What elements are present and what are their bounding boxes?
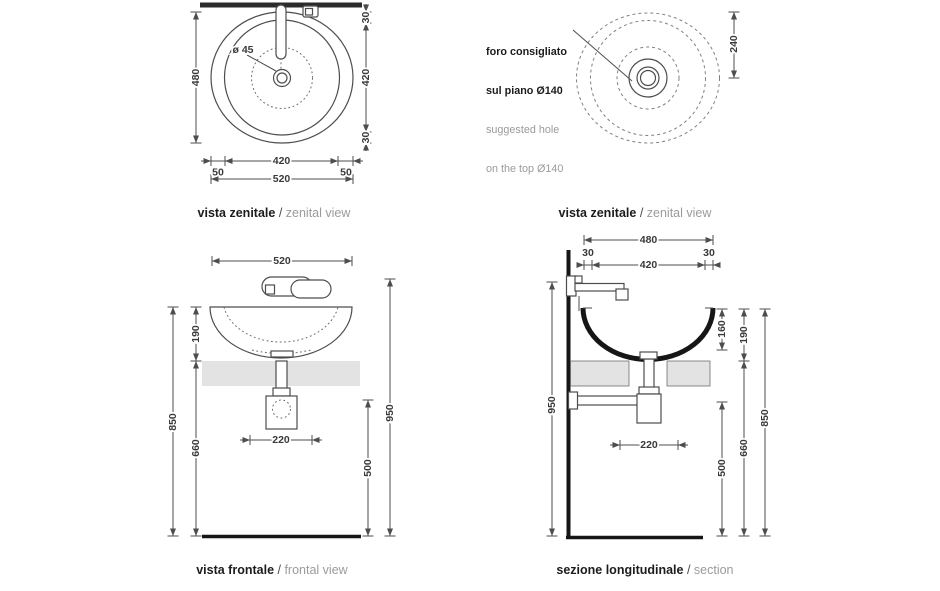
dim-label-660: 660: [738, 439, 750, 457]
title-separator: /: [683, 563, 694, 577]
drain-outer: [636, 66, 660, 90]
basin-inner-dashed: [223, 306, 339, 343]
drain-outer: [272, 68, 292, 88]
faucet-handle-detail: [304, 7, 314, 16]
drain-tailpipe: [275, 360, 288, 391]
dim-label-220: 220: [272, 434, 290, 446]
wall-flange: [567, 391, 579, 410]
faucet-mount-detail: [574, 275, 583, 284]
dim-label-30-left: 30: [582, 247, 594, 259]
dim-label-500: 500: [362, 459, 374, 477]
basin-bottom-dashed: [251, 349, 312, 354]
note-line-en-1: suggested hole: [486, 124, 560, 136]
dim-label-660: 660: [190, 439, 202, 457]
title-frontal: vista frontale / frontal view: [182, 549, 347, 591]
basin-bottom-dashed: [616, 46, 680, 110]
dim-label-420-bottom: 420: [273, 155, 291, 167]
dim-label-160: 160: [716, 320, 728, 338]
title-separator: /: [636, 206, 647, 220]
dim-label-30-top: 30: [360, 12, 372, 24]
dim-label-950: 950: [546, 396, 558, 414]
basin-outer-rim-dashed: [576, 12, 720, 144]
suggested-hole-circle: [628, 58, 668, 98]
dim-label-520: 520: [273, 255, 291, 267]
dim-label-190: 190: [738, 326, 750, 344]
title-en: section: [693, 563, 734, 577]
faucet-aerator: [264, 284, 276, 295]
countertop-right: [666, 360, 711, 387]
dim-label-850: 850: [759, 409, 771, 427]
trap-body: [636, 393, 662, 424]
trap-body: [265, 395, 298, 430]
drain-inner: [639, 69, 657, 87]
note-line-en-2: on the top Ø140: [486, 163, 564, 175]
note-line-it-2: sul piano Ø140: [486, 85, 563, 97]
countertop-left: [570, 360, 630, 387]
basin-bottom-dashed: [251, 47, 313, 109]
dim-label-420-right: 420: [360, 69, 372, 87]
note-leader-line: [572, 29, 633, 82]
dim-label-190: 190: [190, 325, 202, 343]
trap-logo-mark: [272, 399, 291, 419]
title-section: sezione longitudinale / section: [542, 549, 733, 591]
title-separator: /: [274, 563, 285, 577]
faucet-spout-top: [275, 4, 287, 60]
drain-flange: [270, 350, 294, 358]
title-en: zenital view: [646, 206, 712, 220]
title-zenital-left: vista zenitale / zenital view: [184, 192, 351, 234]
zenital-right-view: 240: [572, 11, 742, 144]
title-it: vista frontale: [196, 563, 275, 577]
dim-label-520: 520: [273, 173, 291, 185]
dim-label-240: 240: [728, 35, 740, 53]
dim-label-420: 420: [640, 259, 658, 271]
drain-leader-line: [246, 54, 277, 72]
dim-label-50-right: 50: [340, 167, 352, 179]
trap-collar: [272, 387, 291, 397]
faucet-spout-section: [574, 282, 625, 292]
title-zenital-right: vista zenitale / zenital view: [545, 192, 712, 234]
basin-body: [209, 306, 353, 359]
title-en: zenital view: [285, 206, 351, 220]
dim-label-drain: ø 45: [232, 44, 253, 56]
dim-label-50-left: 50: [212, 167, 224, 179]
note-line-it-1: foro consigliato: [486, 46, 567, 58]
dim-label-30-bottom: 30: [360, 132, 372, 144]
dim-label-850: 850: [167, 413, 179, 431]
basin-inner-rim-dashed: [590, 20, 706, 136]
faucet-handle-front: [290, 279, 332, 299]
zenital-left-view: ø 45 480 30 420 30 420 50 50 520: [188, 2, 374, 187]
section-view: 480 30 30 420 950 160 190 660 850 500 22…: [544, 232, 773, 540]
dim-label-480: 480: [190, 69, 202, 87]
drain-flange: [639, 351, 658, 360]
title-en: frontal view: [284, 563, 348, 577]
dim-label-30-right: 30: [703, 247, 715, 259]
faucet-outlet: [615, 288, 629, 301]
frontal-view: 520 190 660 850 950 500 220: [165, 253, 398, 539]
drain-inner: [276, 72, 288, 84]
dim-label-220: 220: [640, 439, 658, 451]
title-it: vista zenitale: [197, 206, 276, 220]
dim-label-480: 480: [640, 234, 658, 246]
suggested-hole-note: foro consigliato sul piano Ø140 suggeste…: [486, 20, 567, 202]
title-separator: /: [275, 206, 286, 220]
dim-label-950: 950: [384, 404, 396, 422]
trap-collar: [638, 386, 660, 395]
waste-pipe-horizontal: [576, 395, 640, 406]
title-it: sezione longitudinale: [556, 563, 684, 577]
dim-label-500: 500: [716, 459, 728, 477]
title-it: vista zenitale: [558, 206, 637, 220]
